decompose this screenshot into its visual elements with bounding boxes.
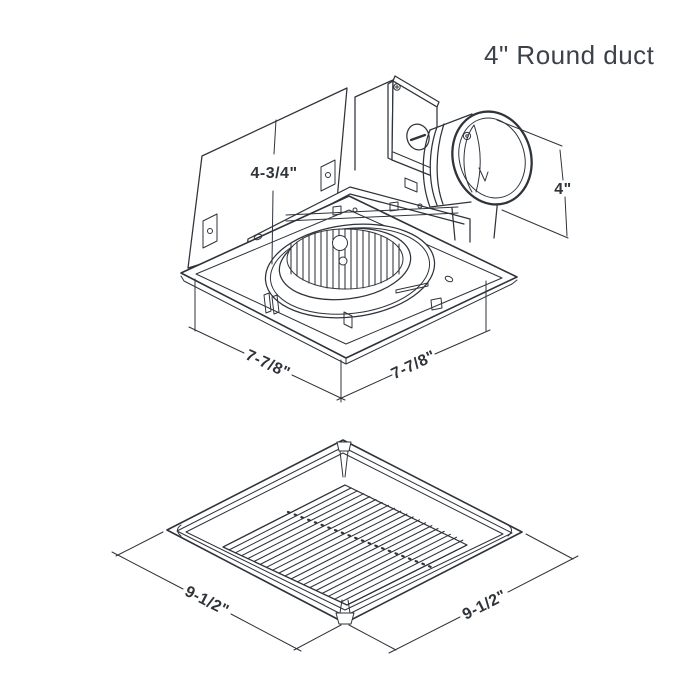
duct-rim	[451, 110, 533, 206]
mounting-tab	[202, 213, 218, 249]
housing-back-wall	[354, 79, 394, 171]
duct-outlet	[422, 110, 533, 241]
duct-base-crimp	[422, 123, 445, 208]
housing-top-edges	[245, 186, 471, 261]
dim-grille-width-left-label: 9-1/2"	[182, 583, 232, 620]
dimension-housing-depth: 4-3/4"	[250, 119, 297, 265]
motor-bracket	[285, 201, 459, 222]
flange-side-wall	[180, 275, 518, 365]
tab-hole	[207, 228, 213, 234]
junction-box	[387, 75, 440, 193]
flange-clips	[253, 233, 454, 329]
duct-size-note: 4" Round duct	[484, 40, 655, 70]
dim-housing-width-left-label: 7-7/8"	[243, 347, 293, 382]
dim-housing-depth-label: 4-3/4"	[250, 165, 297, 182]
screw	[393, 83, 401, 91]
blower-assembly	[264, 223, 436, 319]
dim-housing-width-right-label: 7-7/8"	[389, 348, 439, 383]
damper-flap	[463, 124, 489, 193]
tab-hole	[325, 172, 331, 178]
dim-grille-width-right-label: 9-1/2"	[460, 587, 510, 624]
fan-housing-view: 4-3/4" 4" 7-7/8" 7-7/8"	[180, 75, 571, 403]
grille-slats	[222, 484, 468, 606]
grille-view: 9-1/2" 9-1/2"	[111, 439, 579, 654]
mounting-tab	[320, 159, 336, 192]
grille-pan-rim-inner	[185, 452, 504, 611]
grille-corner-bosses	[177, 441, 512, 625]
wheel-hub	[332, 235, 348, 251]
damper-pivot	[462, 131, 472, 141]
dimension-duct-diameter: 4"	[496, 119, 571, 239]
dim-duct-diameter-label: 4"	[554, 181, 571, 198]
